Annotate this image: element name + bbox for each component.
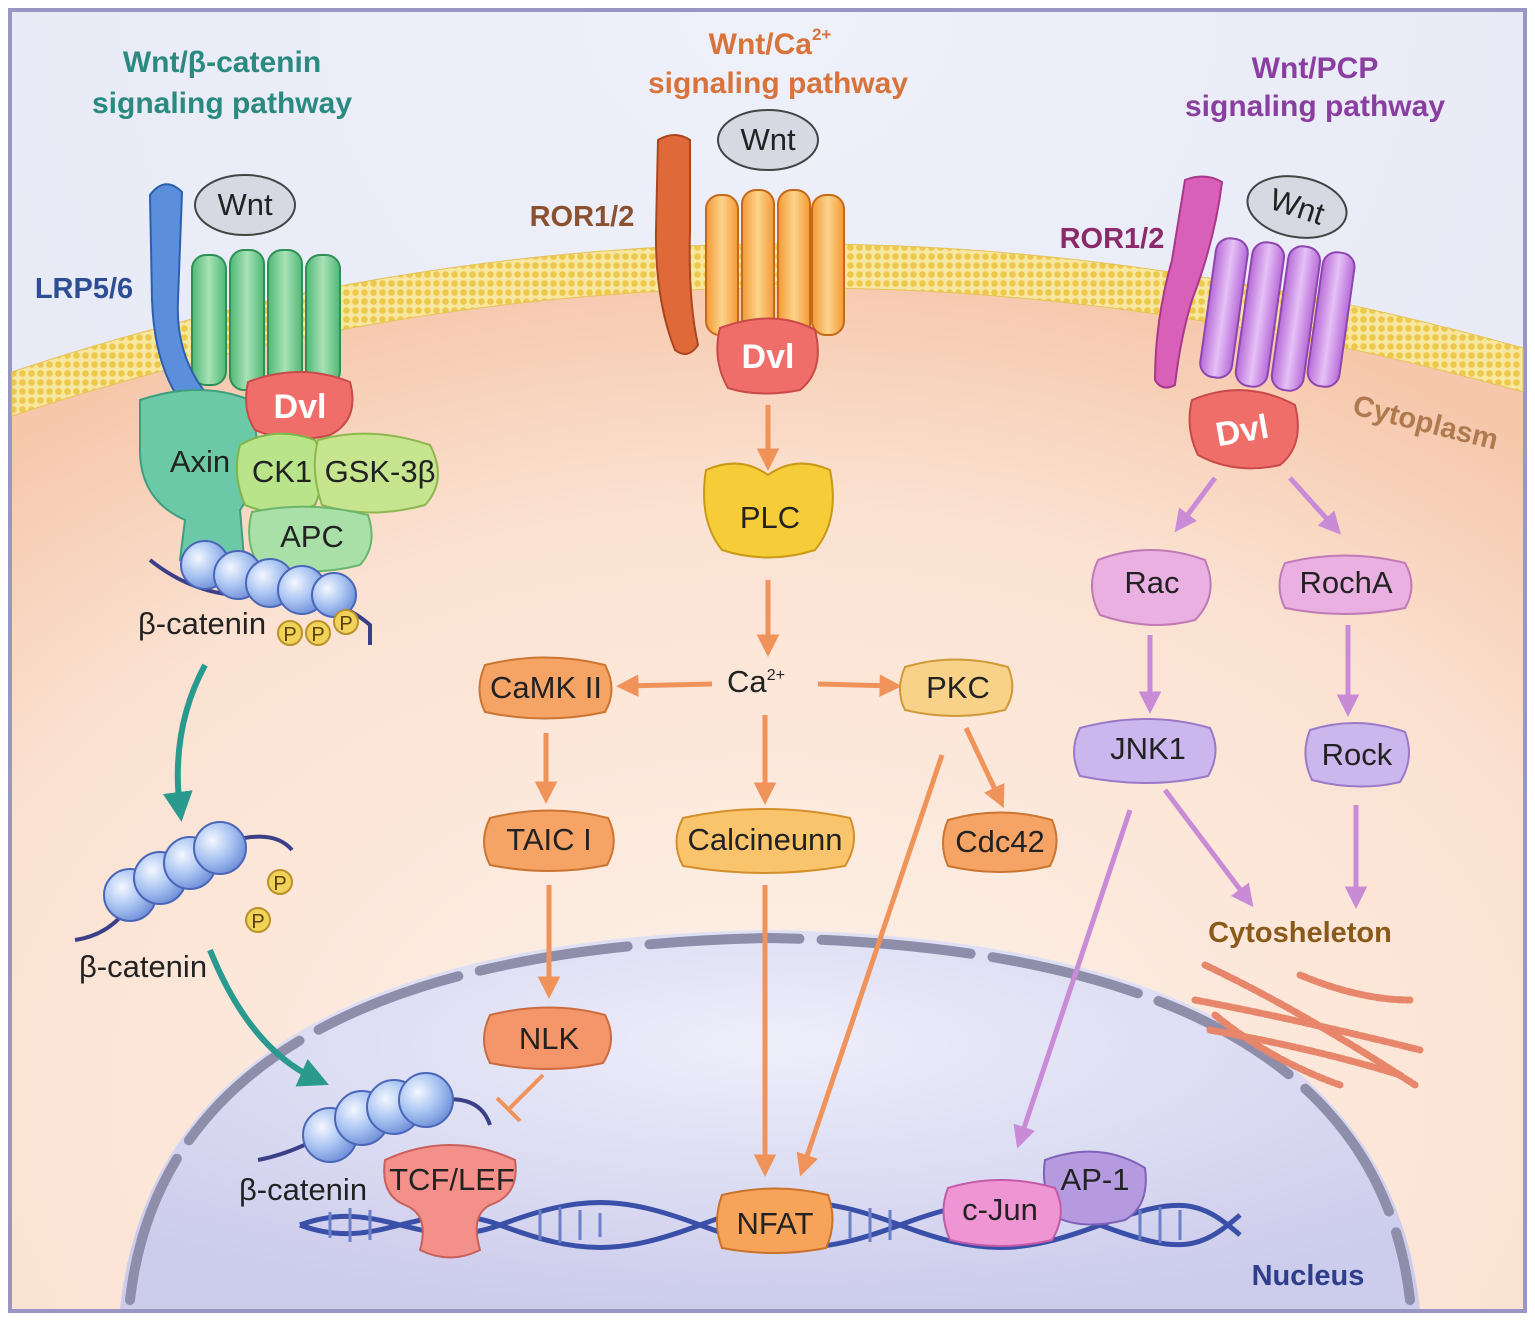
plc-label: PLC bbox=[740, 500, 800, 535]
svg-text:P: P bbox=[311, 624, 324, 646]
arrow-jnk-cytoskeleton bbox=[1163, 788, 1254, 908]
dvl-label-pcp: Dvl bbox=[1213, 408, 1272, 455]
ck1-label: CK1 bbox=[252, 454, 312, 489]
canonical-title-line1: Wnt/β-catenin bbox=[123, 46, 321, 79]
axin-label: Axin bbox=[170, 444, 230, 479]
arrow-pkc-cdc42 bbox=[963, 726, 1005, 809]
inhibition-nlk-tcf bbox=[495, 1073, 545, 1123]
beta-catenin-nuclear bbox=[257, 1072, 492, 1163]
cytoskeleton-label: Cytosheleton bbox=[1208, 917, 1392, 949]
taic-protein bbox=[483, 809, 615, 872]
rocha-label: RochA bbox=[1299, 565, 1392, 600]
phospho-group-3: P bbox=[333, 609, 359, 635]
ap1-label: AP-1 bbox=[1061, 1162, 1130, 1197]
arrow-pkc-nfat bbox=[796, 754, 945, 1177]
calcium-title-line1: Wnt/Ca2+ bbox=[709, 25, 832, 61]
phospho-group-1: P bbox=[277, 620, 303, 646]
tcf-lef-factor bbox=[383, 1144, 517, 1259]
nucleus-label: Nucleus bbox=[1252, 1260, 1365, 1292]
cjun-label: c-Jun bbox=[962, 1192, 1038, 1227]
rock-label: Rock bbox=[1322, 737, 1393, 772]
ror12-receptor-calcium bbox=[654, 134, 700, 355]
rocha-protein bbox=[1278, 554, 1413, 615]
calcineurin-protein bbox=[675, 808, 855, 874]
wnt-ligand-pcp bbox=[1246, 175, 1348, 239]
ror12-label-calcium: ROR1/2 bbox=[530, 201, 635, 233]
camk-ii-label: CaMK II bbox=[490, 670, 602, 705]
ca-ion-label: Ca2+ bbox=[727, 664, 785, 699]
cytoskeleton-filaments bbox=[1191, 961, 1424, 1089]
nfat-factor bbox=[716, 1187, 834, 1254]
ck1-protein bbox=[235, 432, 324, 514]
ror12-receptor-pcp bbox=[1153, 175, 1224, 389]
cjun-factor bbox=[942, 1179, 1062, 1247]
wnt-ligand-calcium bbox=[717, 109, 819, 171]
calcium-title-line2: signaling pathway bbox=[648, 67, 908, 100]
beta-catenin-free-label: β-catenin bbox=[79, 949, 207, 984]
pkc-label: PKC bbox=[926, 670, 990, 705]
frizzled-receptor-orange bbox=[705, 189, 845, 341]
plc-protein bbox=[703, 462, 834, 559]
phospho-free-1: P bbox=[267, 869, 293, 895]
lrp56-label: LRP5/6 bbox=[35, 273, 133, 305]
dvl-pcp bbox=[1188, 389, 1299, 470]
calcineurin-label: Calcineunn bbox=[687, 822, 842, 857]
nfat-label: NFAT bbox=[737, 1206, 814, 1241]
arrow-canonical-nuclear-entry bbox=[207, 948, 329, 1087]
svg-text:P: P bbox=[339, 613, 352, 635]
gsk3b-label: GSK-3β bbox=[325, 454, 436, 489]
beta-catenin-nuclear-label: β-catenin bbox=[239, 1172, 367, 1207]
gsk3b-protein bbox=[313, 432, 439, 514]
svg-text:P: P bbox=[251, 911, 264, 933]
phospho-group-2: P bbox=[305, 620, 331, 646]
nuclear-envelope bbox=[125, 932, 1415, 1305]
beta-catenin-complex bbox=[148, 540, 372, 645]
beta-catenin-complex-label: β-catenin bbox=[138, 606, 266, 641]
arrow-ca-pkc bbox=[817, 674, 902, 697]
dvl-label-canonical: Dvl bbox=[274, 388, 327, 426]
cdc42-label: Cdc42 bbox=[955, 824, 1045, 859]
wnt-label-canonical: Wnt bbox=[217, 187, 273, 222]
jnk1-protein bbox=[1073, 718, 1217, 784]
pkc-protein bbox=[899, 658, 1014, 717]
wnt-label-calcium: Wnt bbox=[740, 122, 796, 157]
arrow-ca-camk bbox=[616, 674, 713, 697]
frizzled-receptor-purple bbox=[1199, 237, 1356, 392]
arrow-canonical-release bbox=[162, 663, 208, 822]
apc-label: APC bbox=[280, 519, 344, 554]
wnt-ligand-canonical bbox=[194, 174, 296, 236]
arrow-jnk-cjun bbox=[1013, 809, 1133, 1149]
nlk-protein bbox=[483, 1006, 612, 1070]
canonical-title-line2: signaling pathway bbox=[92, 87, 352, 120]
arrow-dvl-rocha bbox=[1288, 476, 1342, 535]
beta-catenin-free bbox=[74, 821, 294, 942]
camk-ii-protein bbox=[478, 656, 613, 720]
axin-protein bbox=[139, 389, 259, 577]
rac-protein bbox=[1091, 549, 1212, 626]
pcp-title-line2: signaling pathway bbox=[1185, 90, 1445, 123]
svg-text:P: P bbox=[273, 873, 286, 895]
taic-label: TAIC I bbox=[506, 822, 592, 857]
rac-label: Rac bbox=[1124, 565, 1179, 600]
pcp-title-line1: Wnt/PCP bbox=[1252, 52, 1379, 85]
svg-text:P: P bbox=[283, 624, 296, 646]
arrow-dvl-rac bbox=[1174, 476, 1218, 533]
tcf-lef-label: TCF/LEF bbox=[389, 1162, 515, 1197]
dvl-label-calcium: Dvl bbox=[742, 338, 795, 376]
phospho-free-2: P bbox=[245, 907, 271, 933]
ror12-label-pcp: ROR1/2 bbox=[1060, 223, 1165, 255]
nlk-label: NLK bbox=[519, 1021, 580, 1056]
cell-membrane bbox=[11, 243, 1524, 417]
rock-protein bbox=[1304, 722, 1410, 788]
cdc42-protein bbox=[942, 811, 1058, 873]
dvl-calcium bbox=[716, 317, 819, 395]
jnk1-label: JNK1 bbox=[1110, 731, 1186, 766]
dvl-canonical bbox=[245, 371, 354, 440]
